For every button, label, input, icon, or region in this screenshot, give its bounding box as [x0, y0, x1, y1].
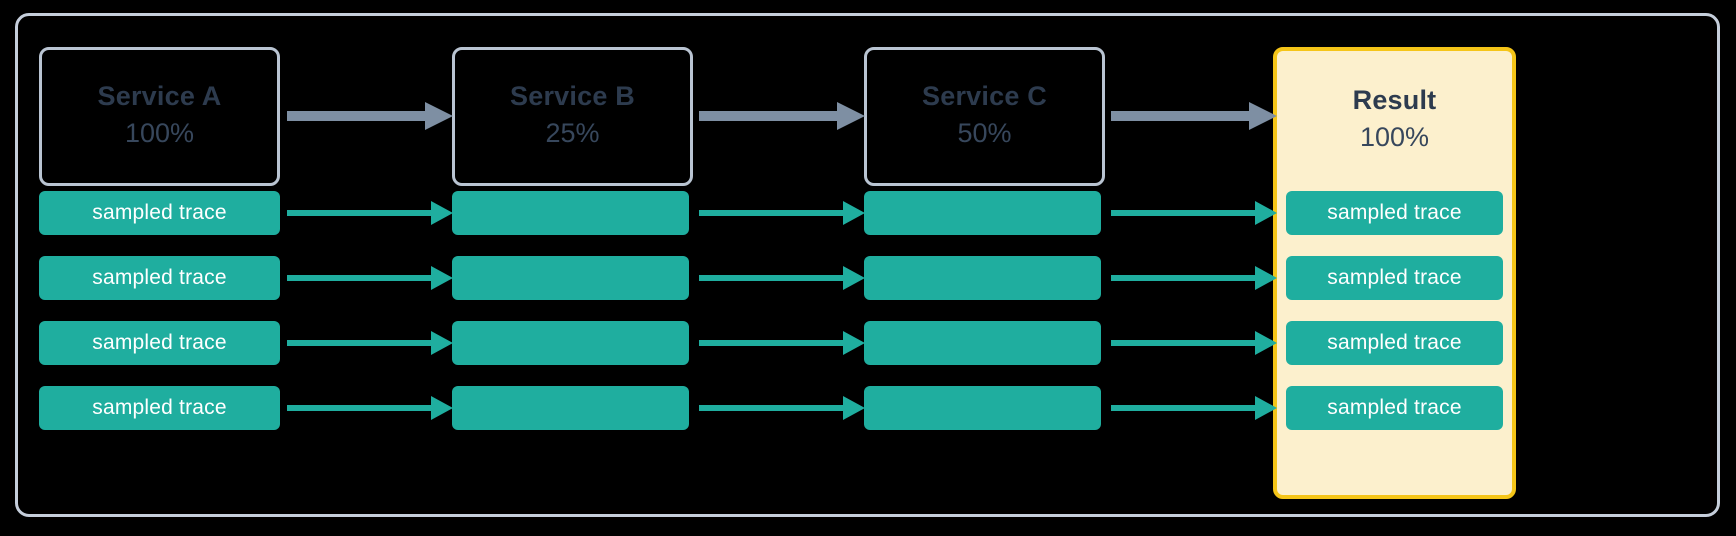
- arrow-right-icon: [287, 331, 453, 355]
- arrow-right-icon: [699, 102, 865, 130]
- trace-bar[interactable]: [864, 256, 1101, 300]
- trace-bar[interactable]: [452, 191, 689, 235]
- trace-bar[interactable]: [864, 321, 1101, 365]
- trace-bar-label: sampled trace: [1327, 396, 1462, 419]
- diagram-frame: Service A 100% sampled trace sampled tra…: [15, 13, 1720, 517]
- arrow-right-icon: [699, 331, 865, 355]
- trace-bar[interactable]: sampled trace: [39, 386, 280, 430]
- arrow-right-icon: [699, 396, 865, 420]
- trace-bar-label: sampled trace: [1327, 201, 1462, 224]
- trace-bar[interactable]: sampled trace: [1286, 386, 1503, 430]
- trace-bar-label: sampled trace: [92, 331, 227, 354]
- trace-bar[interactable]: [452, 386, 689, 430]
- arrow-right-icon: [699, 266, 865, 290]
- arrow-right-icon: [1111, 201, 1277, 225]
- service-box-service-c[interactable]: Service C 50%: [864, 47, 1105, 186]
- trace-bar-label: sampled trace: [92, 396, 227, 419]
- result-header: Result 100%: [1277, 51, 1512, 190]
- trace-bar[interactable]: sampled trace: [39, 256, 280, 300]
- service-b-name: Service B: [510, 81, 635, 112]
- arrow-right-icon: [287, 102, 453, 130]
- arrow-right-icon: [1111, 331, 1277, 355]
- trace-bar[interactable]: [864, 191, 1101, 235]
- trace-bar[interactable]: sampled trace: [39, 321, 280, 365]
- service-box-service-a[interactable]: Service A 100%: [39, 47, 280, 186]
- trace-bar-label: sampled trace: [92, 201, 227, 224]
- trace-bar[interactable]: [452, 256, 689, 300]
- trace-bar-label: sampled trace: [1327, 266, 1462, 289]
- service-c-percent: 50%: [957, 118, 1012, 149]
- arrow-right-icon: [287, 201, 453, 225]
- service-box-service-b[interactable]: Service B 25%: [452, 47, 693, 186]
- trace-bar[interactable]: sampled trace: [1286, 321, 1503, 365]
- trace-bar[interactable]: sampled trace: [1286, 256, 1503, 300]
- arrow-right-icon: [1111, 396, 1277, 420]
- service-a-percent: 100%: [124, 118, 195, 149]
- arrow-right-icon: [1111, 266, 1277, 290]
- trace-bar[interactable]: [864, 386, 1101, 430]
- arrow-right-icon: [287, 266, 453, 290]
- service-b-percent: 25%: [545, 118, 600, 149]
- result-name: Result: [1352, 85, 1437, 116]
- service-c-name: Service C: [922, 81, 1047, 112]
- result-percent: 100%: [1359, 122, 1430, 153]
- trace-bar-label: sampled trace: [92, 266, 227, 289]
- trace-bar-label: sampled trace: [1327, 331, 1462, 354]
- arrow-right-icon: [287, 396, 453, 420]
- trace-bar[interactable]: sampled trace: [39, 191, 280, 235]
- trace-bar[interactable]: sampled trace: [1286, 191, 1503, 235]
- arrow-right-icon: [699, 201, 865, 225]
- trace-bar[interactable]: [452, 321, 689, 365]
- arrow-right-icon: [1111, 102, 1277, 130]
- service-a-name: Service A: [97, 81, 222, 112]
